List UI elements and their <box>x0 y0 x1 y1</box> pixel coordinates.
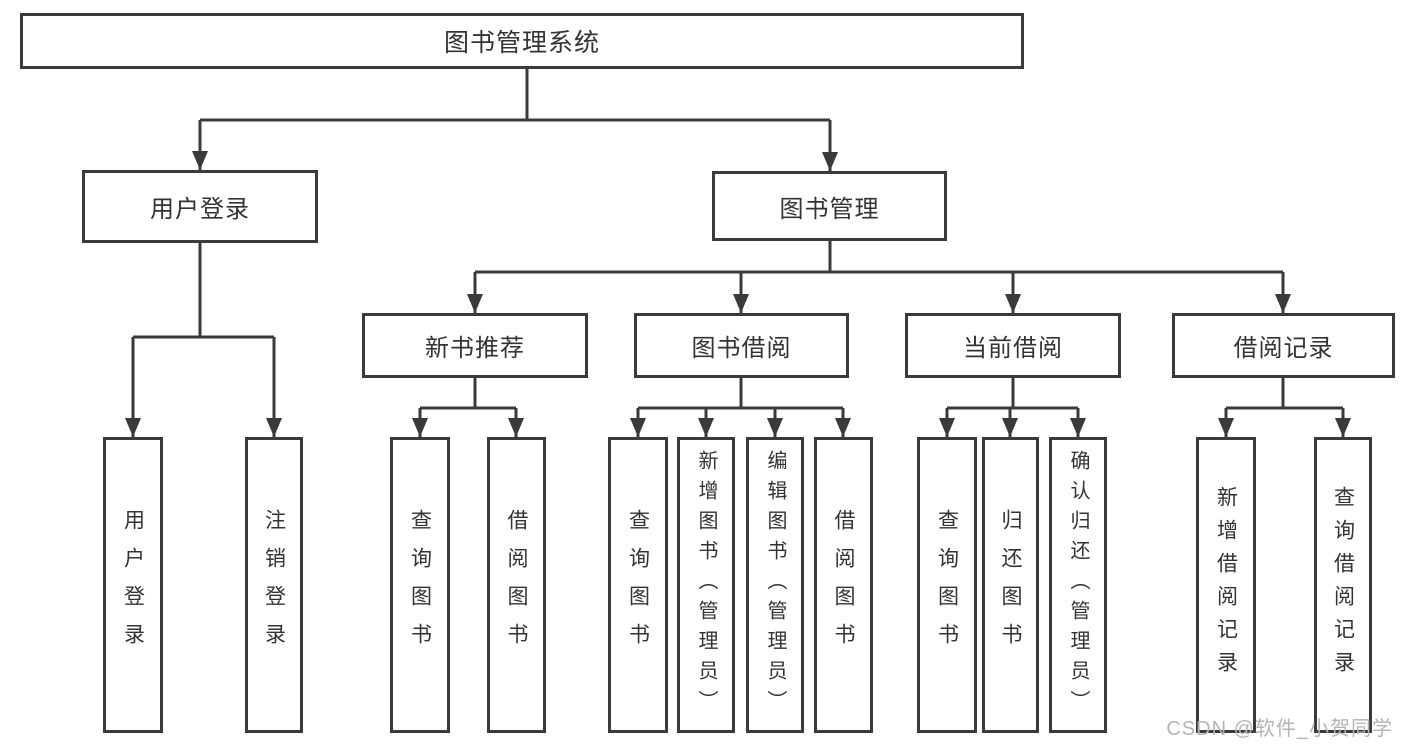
node-label: 新书推荐 <box>425 335 525 362</box>
leaf-label: 确认归还（管理员） <box>1067 450 1089 720</box>
leaf-logout: 注销登录 <box>245 437 303 733</box>
leaf-label: 查询图书 <box>935 509 959 661</box>
node-label: 当前借阅 <box>963 335 1063 362</box>
node-user-login: 用户登录 <box>82 170 318 243</box>
node-book-management: 图书管理 <box>712 171 947 241</box>
leaf-records-add-record: 新增借阅记录 <box>1196 437 1256 733</box>
leaf-borrow-edit-books-admin: 编辑图书（管理员） <box>746 437 804 733</box>
leaf-label: 注销登录 <box>262 509 286 661</box>
node-book-borrow: 图书借阅 <box>634 313 849 378</box>
leaf-user-login: 用户登录 <box>103 437 163 733</box>
node-label: 借阅记录 <box>1233 335 1334 362</box>
leaf-label: 新增借阅记录 <box>1214 486 1238 684</box>
leaf-label: 借阅图书 <box>832 509 855 661</box>
node-label: 用户登录 <box>150 196 250 223</box>
leaf-label: 新增图书（管理员） <box>695 450 717 720</box>
leaf-records-query-record: 查询借阅记录 <box>1314 437 1372 733</box>
leaf-newbook-query-books: 查询图书 <box>390 437 450 733</box>
node-borrow-records: 借阅记录 <box>1172 313 1395 378</box>
node-label: 图书借阅 <box>691 335 792 362</box>
leaf-label: 查询图书 <box>626 509 650 661</box>
leaf-label: 编辑图书（管理员） <box>764 450 786 720</box>
csdn-watermark: CSDN @软件_小贺同学 <box>1166 718 1393 740</box>
node-current-borrow: 当前借阅 <box>905 313 1121 378</box>
node-label: 图书管理 <box>779 195 880 223</box>
leaf-label: 查询图书 <box>408 509 432 661</box>
leaf-borrow-query-books: 查询图书 <box>608 437 668 733</box>
leaf-label: 归还图书 <box>999 509 1022 661</box>
leaf-current-confirm-return-admin: 确认归还（管理员） <box>1049 437 1107 733</box>
leaf-current-return-books: 归还图书 <box>982 437 1039 733</box>
leaf-label: 借阅图书 <box>505 509 528 661</box>
node-new-book-recommend: 新书推荐 <box>362 313 588 378</box>
leaf-label: 查询借阅记录 <box>1331 486 1355 684</box>
leaf-current-query-books: 查询图书 <box>917 437 977 733</box>
leaf-borrow-add-books-admin: 新增图书（管理员） <box>677 437 735 733</box>
leaf-label: 用户登录 <box>121 509 145 661</box>
root-node-label: 图书管理系统 <box>443 29 600 57</box>
root-node: 图书管理系统 <box>20 13 1024 69</box>
leaf-newbook-borrow-books: 借阅图书 <box>487 437 546 733</box>
leaf-borrow-borrow-books: 借阅图书 <box>814 437 873 733</box>
